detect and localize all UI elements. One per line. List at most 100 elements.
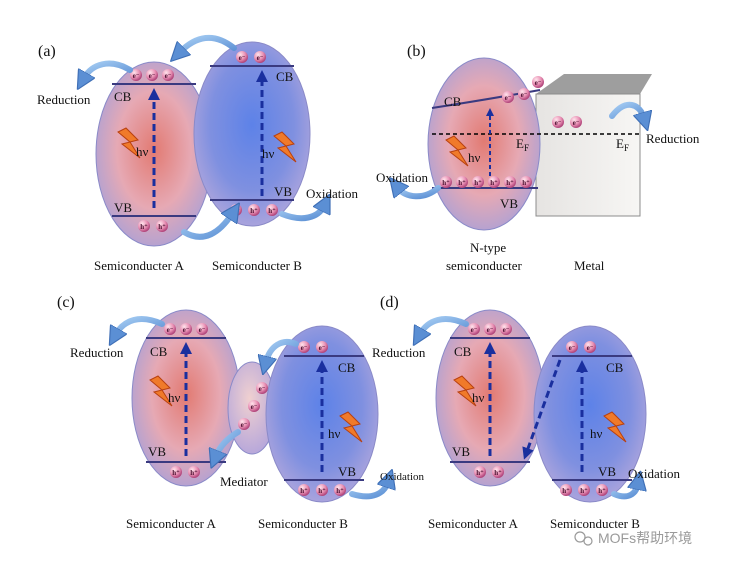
electron-label: e⁻ [535, 79, 542, 87]
hole-label: h⁺ [268, 207, 276, 215]
hole-group: h⁺ h⁺ h⁺ [560, 484, 608, 496]
hole-particle [520, 176, 532, 188]
cb-label: CB [276, 69, 294, 84]
electron-label: e⁻ [569, 344, 576, 352]
electron-group: e⁻ e⁻ e⁻ e⁻ e⁻ [502, 76, 582, 128]
caption-metal: Metal [574, 258, 605, 273]
electron-particle [196, 323, 208, 335]
hole-label: h⁺ [598, 487, 606, 495]
electron-particle [468, 323, 480, 335]
hole-particle [474, 466, 486, 478]
hole-particle [472, 176, 484, 188]
electron-label: e⁻ [149, 72, 156, 80]
cb-label: CB [114, 89, 132, 104]
vb-label: VB [148, 444, 166, 459]
electron-label: e⁻ [239, 54, 246, 62]
semiconductor-b-body [533, 325, 647, 503]
electron-group: e⁻ e⁻ [566, 341, 596, 353]
semiconductor-b-body [193, 41, 311, 227]
electron-label: e⁻ [505, 94, 512, 102]
hole-label: h⁺ [250, 207, 258, 215]
reduction-label: Reduction [70, 345, 124, 360]
electron-particle [570, 116, 582, 128]
hole-particle [334, 484, 346, 496]
electron-particle [502, 91, 514, 103]
oxidation-label: Oxidation [376, 170, 428, 185]
hole-particle [248, 204, 260, 216]
caption-semiconductor-b: Semiconducter B [258, 516, 348, 531]
z-scheme-transfer-arrow [522, 359, 562, 460]
hole-label: h⁺ [442, 179, 450, 187]
panel-c-label: (c) [57, 294, 75, 311]
electron-label: e⁻ [521, 91, 528, 99]
hole-label: h⁺ [580, 487, 588, 495]
vb-label: VB [452, 444, 470, 459]
metal-block [535, 93, 641, 217]
caption-semiconductor-a: Semiconducter A [94, 258, 185, 273]
hole-group: h⁺ h⁺ h⁺ h⁺ h⁺ h⁺ [440, 176, 532, 188]
hole-group: h⁺ h⁺ [474, 466, 504, 478]
hole-particle [156, 220, 168, 232]
hole-label: h⁺ [158, 223, 166, 231]
caption-semiconductor-line1: N-type [470, 240, 506, 255]
hole-label: h⁺ [490, 179, 498, 187]
hole-particle [188, 466, 200, 478]
panel-b-label: (b) [407, 43, 426, 60]
oxidation-label: Oxidation [306, 186, 358, 201]
vb-label: VB [500, 196, 518, 211]
oxidation-label: Oxidation [628, 466, 680, 481]
electron-particle [298, 341, 310, 353]
electron-label: e⁻ [199, 326, 206, 334]
electron-particle [146, 69, 158, 81]
electron-particle [254, 51, 266, 63]
electron-particle [532, 76, 544, 88]
panel-a: (a) CB VB hν CB VB hν e⁻ e⁻ e⁻ e⁻ [37, 34, 358, 273]
hv-label: hν [168, 390, 181, 405]
oxidation-label: Oxidation [380, 471, 424, 483]
hole-label: h⁺ [476, 469, 484, 477]
electron-particle [248, 400, 260, 412]
hole-particle [266, 204, 278, 216]
reduction-arrow [609, 102, 644, 118]
oxidation-arrow [398, 188, 441, 200]
panel-a-label: (a) [38, 43, 56, 60]
reduction-arrow [116, 316, 165, 334]
oxidation-arrow [279, 206, 324, 222]
electron-label: e⁻ [573, 119, 580, 127]
electron-particle [584, 341, 596, 353]
electron-label: e⁻ [251, 403, 258, 411]
watermark-text: MOFs帮助环境 [598, 530, 692, 546]
hole-label: h⁺ [318, 487, 326, 495]
electron-label: e⁻ [257, 54, 264, 62]
hole-label: h⁺ [140, 223, 148, 231]
hole-particle [138, 220, 150, 232]
electron-particle [484, 323, 496, 335]
electron-particle [130, 69, 142, 81]
electron-label: e⁻ [241, 421, 248, 429]
hole-label: h⁺ [336, 487, 344, 495]
hole-particle [578, 484, 590, 496]
hole-label: h⁺ [190, 469, 198, 477]
reduction-label: Reduction [372, 345, 426, 360]
vb-label: VB [598, 464, 616, 479]
hole-particle [170, 466, 182, 478]
hole-particle [316, 484, 328, 496]
hole-label: h⁺ [494, 469, 502, 477]
hole-particle [488, 176, 500, 188]
caption-semiconductor-b: Semiconducter B [550, 516, 640, 531]
mediator-label: Mediator [220, 474, 268, 489]
electron-transfer-arrow [180, 34, 237, 52]
electron-particle [518, 88, 530, 100]
cb-label: CB [606, 360, 624, 375]
electron-group: e⁻ e⁻ e⁻ [164, 323, 208, 335]
electron-label: e⁻ [301, 344, 308, 352]
reduction-label: Reduction [646, 131, 700, 146]
hole-particle [440, 176, 452, 188]
electron-particle [552, 116, 564, 128]
hole-group: h⁺ h⁺ [138, 220, 168, 232]
caption-semiconductor-a: Semiconducter A [428, 516, 519, 531]
hole-group: h⁺ h⁺ [170, 466, 200, 478]
hole-particle [492, 466, 504, 478]
electron-particle [180, 323, 192, 335]
